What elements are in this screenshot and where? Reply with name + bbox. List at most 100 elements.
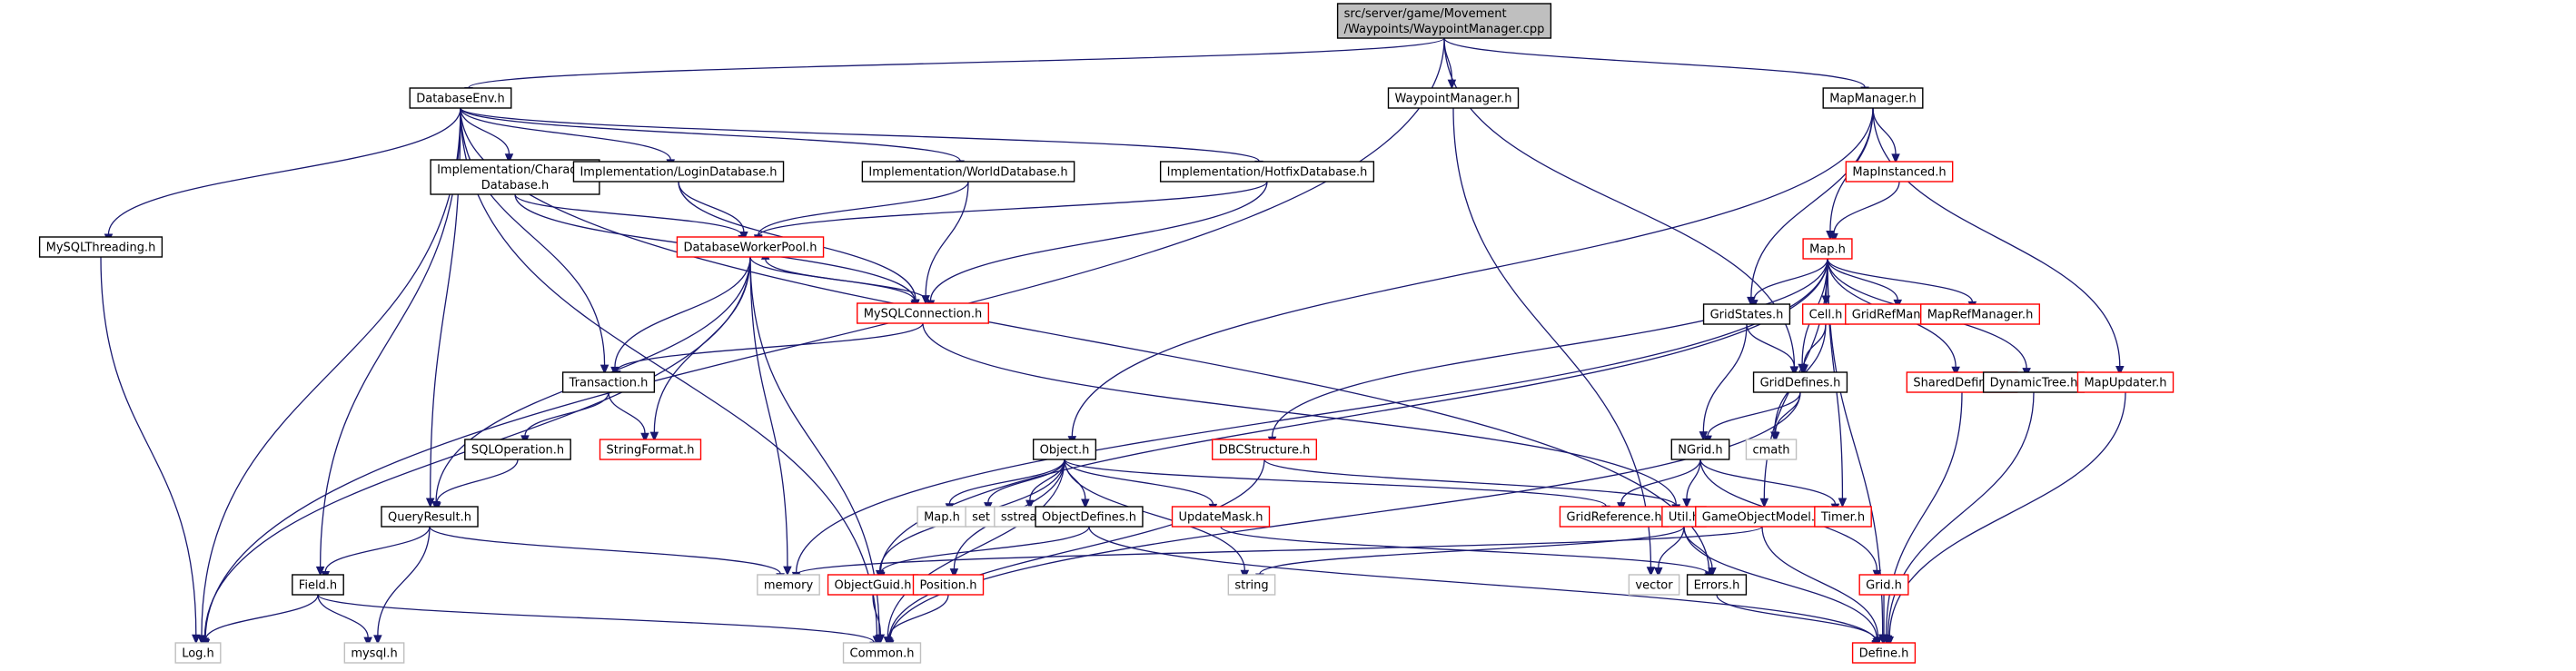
edge-hotfixdb-to-mysqlconnection <box>929 181 1268 301</box>
node-define-h[interactable]: Define.h <box>1851 642 1917 664</box>
arrowhead-icon <box>1081 498 1090 509</box>
arrowhead-icon <box>315 566 325 577</box>
node-label: Util.h <box>1669 511 1699 525</box>
edge-waypointmanager-to-vector <box>1452 107 1652 567</box>
edge-mysqlthreading-to-log <box>100 256 197 636</box>
edge-shareddefines-to-define <box>1886 391 1963 636</box>
edge-databaseenv-to-common <box>460 107 878 636</box>
arrowhead-icon <box>1789 366 1799 377</box>
node-label: DatabaseWorkerPool.h <box>683 242 817 255</box>
node-label: ObjectGuid.h <box>835 579 912 593</box>
edge-dynamictree-to-define <box>1887 391 2035 636</box>
node-box <box>409 87 512 109</box>
node-field-h[interactable]: Field.h <box>292 574 344 596</box>
arrowhead-icon <box>949 568 959 578</box>
edge-map-to-maprefmanager <box>1827 258 1974 302</box>
node-gridreference-h[interactable]: GridReference.h <box>1559 506 1669 528</box>
node-objectguid-h[interactable]: ObjectGuid.h <box>827 574 919 596</box>
node-ngrid-h[interactable]: NGrid.h <box>1670 439 1730 460</box>
node-queryresult-h[interactable]: QueryResult.h <box>381 506 479 528</box>
node-mapupdater-h[interactable]: MapUpdater.h <box>2076 371 2175 393</box>
node-implementation-logindatabase-h[interactable]: Implementation/LoginDatabase.h <box>572 161 785 183</box>
edge-position-to-common <box>887 594 949 638</box>
edge-databaseenv-to-transaction <box>460 107 606 366</box>
node-sqloperation-h[interactable]: SQLOperation.h <box>464 439 571 460</box>
edge-root-to-log <box>204 37 1445 640</box>
node-implementation-worlddatabase-h[interactable]: Implementation/WorldDatabase.h <box>861 161 1075 183</box>
node-databaseworkerpool-h[interactable]: DatabaseWorkerPool.h <box>676 236 825 258</box>
node-map-h: Map.h <box>916 506 967 528</box>
node-maprefmanager-h[interactable]: MapRefManager.h <box>1919 303 2041 325</box>
node-src-server-game-movement-waypoints-waypointmanager-cpp[interactable]: src/server/game/Movement/Waypoints/Waypo… <box>1336 3 1552 39</box>
node-box <box>1851 642 1917 664</box>
edge-logindb-to-databaseworkerpool <box>678 181 745 232</box>
node-box <box>572 161 785 183</box>
node-stringformat-h[interactable]: StringFormat.h <box>599 439 702 460</box>
node-cell-h[interactable]: Cell.h <box>1801 303 1850 325</box>
node-mapmanager-h[interactable]: MapManager.h <box>1822 87 1924 109</box>
node-log-h: Log.h <box>174 642 222 664</box>
edge-gameobjectmodel-to-define <box>1761 526 1879 637</box>
arrowhead-icon <box>783 566 792 577</box>
node-griddefines-h[interactable]: GridDefines.h <box>1752 371 1848 393</box>
node-mapinstanced-h[interactable]: MapInstanced.h <box>1845 161 1954 183</box>
node-waypointmanager-h[interactable]: WaypointManager.h <box>1387 87 1520 109</box>
edge-databaseenv-to-hotfixdb <box>460 107 1260 162</box>
node-implementation-hotfixdatabase-h[interactable]: Implementation/HotfixDatabase.h <box>1159 161 1375 183</box>
node-map-h[interactable]: Map.h <box>1802 238 1853 260</box>
edge-transaction-to-stringformat <box>608 391 646 434</box>
node-mysqlthreading-h[interactable]: MySQLThreading.h <box>38 236 163 258</box>
node-grid-h[interactable]: Grid.h <box>1858 574 1909 596</box>
node-gameobjectmodel-h[interactable]: GameObjectModel.h <box>1695 506 1829 528</box>
arrowhead-icon <box>1838 498 1848 508</box>
edge-databaseenv-to-logindb <box>460 107 671 161</box>
edge-mapmanager-to-object <box>1071 107 1874 437</box>
arrowhead-icon <box>1708 567 1717 577</box>
node-label: SQLOperation.h <box>471 444 564 458</box>
arrowhead-icon <box>884 637 894 647</box>
node-label: Cell.h <box>1809 309 1843 322</box>
node-errors-h[interactable]: Errors.h <box>1686 574 1748 596</box>
node-gridstates-h[interactable]: GridStates.h <box>1702 303 1791 325</box>
node-objectdefines-h[interactable]: ObjectDefines.h <box>1035 506 1144 528</box>
node-updatemask-h[interactable]: UpdateMask.h <box>1171 506 1271 528</box>
node-label: MySQLConnection.h <box>864 308 983 321</box>
node-databaseenv-h[interactable]: DatabaseEnv.h <box>409 87 512 109</box>
node-transaction-h[interactable]: Transaction.h <box>561 371 656 393</box>
node-label: UpdateMask.h <box>1179 511 1263 525</box>
node-label: Grid.h <box>1866 579 1902 593</box>
node-dynamictree-h[interactable]: DynamicTree.h <box>1982 371 2086 393</box>
node-object-h[interactable]: Object.h <box>1032 439 1097 460</box>
node-position-h[interactable]: Position.h <box>912 574 985 596</box>
node-box <box>1670 439 1730 460</box>
arrowhead-icon <box>504 153 514 164</box>
node-box <box>1628 574 1680 596</box>
node-box <box>842 642 922 664</box>
node-label: Define.h <box>1859 647 1909 661</box>
edge-object-to-updatemask <box>1064 459 1214 505</box>
node-label: DatabaseEnv.h <box>416 93 505 106</box>
arrowhead-icon <box>1653 567 1663 577</box>
arrowhead-icon <box>1951 366 1960 377</box>
node-label: memory <box>764 579 814 593</box>
node-box <box>430 159 600 195</box>
edge-objectdefines-to-objectguid <box>880 526 1090 574</box>
edge-field-to-log <box>204 594 319 640</box>
edge-databaseenv-to-errors <box>460 107 1710 572</box>
node-util-h[interactable]: Util.h <box>1661 506 1707 528</box>
node-label: ObjectDefines.h <box>1042 511 1136 525</box>
edge-object-to-set <box>987 459 1065 503</box>
nodes-layer: src/server/game/Movement/Waypoints/Waypo… <box>38 3 2175 664</box>
node-box <box>1752 371 1848 393</box>
edge-databaseworkerpool-to-common <box>749 256 880 636</box>
node-dbcstructure-h[interactable]: DBCStructure.h <box>1211 439 1318 460</box>
edge-root-to-databaseenv <box>468 37 1445 89</box>
node-timer-h[interactable]: Timer.h <box>1814 506 1872 528</box>
node-mysqlconnection-h[interactable]: MySQLConnection.h <box>857 302 989 324</box>
node-box <box>1686 574 1748 596</box>
node-label: set <box>972 511 990 525</box>
node-vector: vector <box>1628 574 1680 596</box>
node-label: WaypointManager.h <box>1395 93 1512 106</box>
